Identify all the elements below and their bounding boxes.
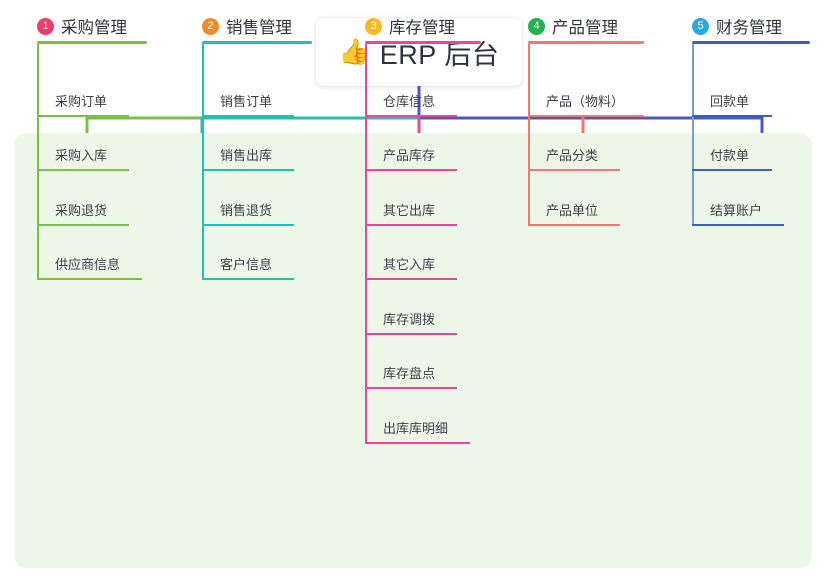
leaf-item-label: 产品单位 — [546, 202, 599, 218]
leaf-item-rule — [692, 223, 784, 226]
leaf-item[interactable]: 付款单 — [692, 117, 792, 171]
column-badge-5: 5 — [692, 17, 709, 35]
leaf-item-label: 销售出库 — [220, 148, 273, 163]
column-badge-2: 2 — [202, 17, 219, 35]
leaf-item-rule — [528, 223, 620, 226]
leaf-item-label: 产品（物料） — [546, 93, 625, 109]
leaf-item-label: 客户信息 — [220, 257, 273, 272]
column-header-1[interactable]: 1 采购管理 — [37, 14, 127, 38]
leaf-item[interactable]: 仓库信息 — [365, 62, 477, 117]
column-spine — [202, 44, 204, 280]
leaf-item-label: 仓库信息 — [383, 93, 436, 109]
column-badge-1: 1 — [37, 17, 54, 35]
leaf-item-rule — [365, 223, 457, 226]
leaf-item-label: 结算账户 — [710, 202, 763, 218]
leaf-item-rule — [365, 169, 457, 171]
leaf-item[interactable]: 产品单位 — [528, 171, 640, 226]
leaf-item-rule — [37, 169, 129, 171]
root-node-title: ERP 后台 — [379, 39, 500, 70]
leaf-item-label: 其它出库 — [383, 202, 436, 218]
column-title: 财务管理 — [716, 19, 782, 37]
column-spine — [37, 44, 39, 280]
leaf-item-rule — [37, 278, 142, 280]
column-header-rule — [37, 41, 147, 44]
leaf-item[interactable]: 客户信息 — [202, 226, 314, 280]
leaf-item-label: 库存盘点 — [383, 366, 436, 381]
leaf-item-rule — [692, 169, 772, 171]
leaf-item-label: 产品库存 — [383, 148, 436, 163]
leaf-item-label: 销售退货 — [220, 202, 273, 218]
leaf-item[interactable]: 销售订单 — [202, 62, 314, 117]
leaf-item-label: 出库库明细 — [383, 420, 449, 436]
leaf-item-label: 付款单 — [710, 148, 750, 163]
column-badge-3: 3 — [365, 17, 382, 35]
leaf-item[interactable]: 采购订单 — [37, 62, 149, 117]
leaf-item-label: 库存调拨 — [383, 311, 436, 327]
column-header-rule — [528, 41, 644, 44]
column-header-4[interactable]: 4 产品管理 — [528, 14, 618, 38]
leaf-item[interactable]: 采购退货 — [37, 171, 149, 226]
leaf-item-rule — [202, 223, 294, 226]
column-title: 产品管理 — [552, 19, 618, 37]
leaf-item[interactable]: 回款单 — [692, 62, 792, 117]
column-header-3[interactable]: 3 库存管理 — [365, 14, 455, 38]
leaf-item[interactable]: 其它出库 — [365, 171, 477, 226]
leaf-item-label: 回款单 — [710, 93, 750, 109]
leaf-item[interactable]: 销售退货 — [202, 171, 314, 226]
leaf-item-label: 供应商信息 — [55, 257, 121, 272]
leaf-item-label: 产品分类 — [546, 148, 599, 163]
leaf-item-rule — [202, 114, 294, 117]
leaf-item-label: 采购入库 — [55, 148, 108, 163]
leaf-item-rule — [692, 114, 772, 117]
leaf-item-label: 采购退货 — [55, 202, 108, 218]
column-title: 销售管理 — [226, 19, 292, 37]
column-spine — [365, 44, 367, 444]
column-header-rule — [365, 41, 481, 44]
column-spine — [692, 44, 694, 226]
leaf-item-rule — [365, 332, 457, 335]
leaf-item-rule — [365, 441, 470, 444]
thumbs-up-icon: 👍 — [338, 37, 370, 66]
column-title: 库存管理 — [389, 19, 455, 37]
leaf-item-rule — [528, 114, 644, 117]
leaf-item-rule — [365, 278, 457, 280]
leaf-item-label: 采购订单 — [55, 93, 108, 109]
column-header-rule — [202, 41, 312, 44]
branches-panel — [14, 133, 812, 568]
leaf-item[interactable]: 供应商信息 — [37, 226, 162, 280]
leaf-item[interactable]: 其它入库 — [365, 226, 477, 280]
column-spine — [528, 44, 530, 226]
leaf-item[interactable]: 产品分类 — [528, 117, 640, 171]
leaf-item-rule — [365, 114, 457, 117]
leaf-item[interactable]: 出库库明细 — [365, 389, 490, 444]
leaf-item[interactable]: 库存调拨 — [365, 280, 477, 335]
leaf-item-rule — [202, 278, 294, 280]
leaf-item[interactable]: 结算账户 — [692, 171, 804, 226]
leaf-item-rule — [528, 169, 620, 171]
leaf-item[interactable]: 采购入库 — [37, 117, 149, 171]
column-header-rule — [692, 41, 810, 44]
leaf-item-rule — [37, 223, 129, 226]
column-badge-4: 4 — [528, 17, 545, 35]
leaf-item[interactable]: 销售出库 — [202, 117, 314, 171]
leaf-item-rule — [37, 114, 129, 117]
root-node-card[interactable]: 👍 ERP 后台 — [316, 18, 522, 86]
leaf-item[interactable]: 产品（物料） — [528, 62, 664, 117]
column-header-5[interactable]: 5 财务管理 — [692, 14, 782, 38]
leaf-item[interactable]: 库存盘点 — [365, 335, 477, 389]
leaf-item-label: 销售订单 — [220, 93, 273, 109]
leaf-item-rule — [365, 387, 457, 389]
column-title: 采购管理 — [61, 19, 127, 37]
leaf-item-rule — [202, 169, 294, 171]
leaf-item-label: 其它入库 — [383, 257, 436, 272]
column-header-2[interactable]: 2 销售管理 — [202, 14, 292, 38]
leaf-item[interactable]: 产品库存 — [365, 117, 477, 171]
